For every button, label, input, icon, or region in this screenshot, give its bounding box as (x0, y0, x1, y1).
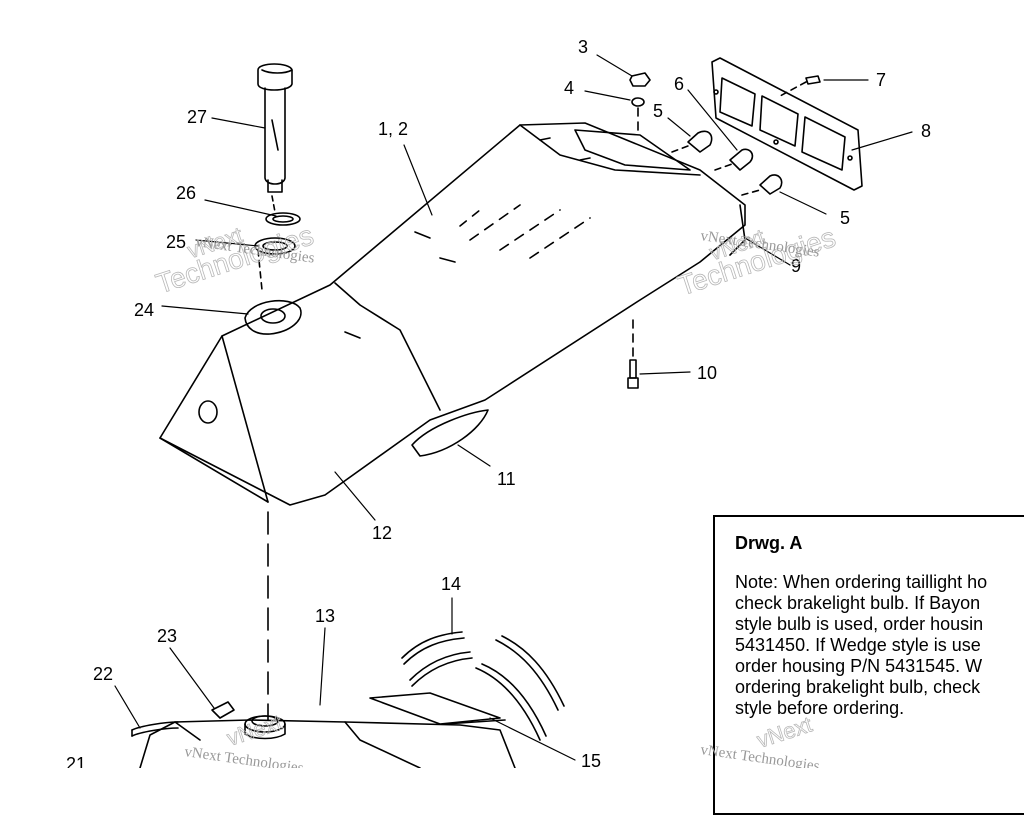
callout-27: 27 (187, 107, 207, 127)
note-line: style bulb is used, order housin (735, 614, 984, 634)
callout-5-top: 5 (653, 101, 663, 121)
note-title: Drwg. A (735, 533, 803, 553)
note-line: Note: When ordering taillight ho (735, 572, 988, 592)
taillight-lens (711, 57, 863, 191)
lens-screw (805, 75, 821, 85)
note-line: check brakelight bulb. If Bayon (735, 593, 981, 613)
fuel-line (131, 721, 179, 737)
mounting-bolt (627, 359, 639, 389)
callout-26: 26 (176, 183, 196, 203)
callout-10: 10 (697, 363, 717, 383)
leader-lines (114, 54, 913, 761)
bulb-top (687, 130, 713, 153)
watermark-brand-3a: vNext (224, 710, 285, 751)
tank-strap-rubbers (401, 631, 565, 741)
bulb-lower (759, 174, 783, 195)
callout-6: 6 (674, 74, 684, 94)
callout-11: 11 (497, 469, 516, 489)
callout-1-2: 1, 2 (378, 119, 408, 139)
watermark-small-3: vNext Technologies (183, 744, 304, 768)
drawing-note-box: Drwg. A Note: When ordering taillight ho… (713, 515, 1024, 815)
callout-9: 9 (791, 256, 801, 276)
fuel-fitting (211, 701, 235, 719)
callout-12: 12 (372, 523, 392, 543)
note-line: order housing P/N 5431545. W (735, 656, 983, 676)
callout-5-lower: 5 (840, 208, 850, 228)
callout-7: 7 (876, 70, 886, 90)
note-line: ordering brakelight bulb, check (735, 677, 981, 697)
callout-13: 13 (315, 606, 335, 626)
callout-14: 14 (441, 574, 461, 594)
callout-3: 3 (578, 37, 588, 57)
fuel-tank-cover (159, 122, 746, 506)
note-line: style before ordering. (735, 698, 905, 718)
callout-15: 15 (581, 751, 601, 768)
callout-23: 23 (157, 626, 177, 646)
hex-nut (629, 72, 651, 87)
fuel-cap (257, 63, 293, 193)
note-line: 5431450. If Wedge style is use (735, 635, 981, 655)
exploded-parts-diagram: 3 4 5 6 7 8 27 1, 2 26 25 5 9 24 10 11 1… (66, 37, 931, 768)
callout-24: 24 (134, 300, 154, 320)
callout-25: 25 (166, 232, 186, 252)
callout-8: 8 (921, 121, 931, 141)
cap-gasket (265, 212, 301, 226)
callout-labels: 3 4 5 6 7 8 27 1, 2 26 25 5 9 24 10 11 1… (66, 37, 931, 768)
note-text: Note: When ordering taillight ho check b… (735, 572, 1024, 719)
bulb-middle (729, 148, 754, 171)
washer (631, 97, 645, 107)
callout-4: 4 (564, 78, 574, 98)
callout-22: 22 (93, 664, 113, 684)
callout-21: 21 (66, 754, 86, 768)
